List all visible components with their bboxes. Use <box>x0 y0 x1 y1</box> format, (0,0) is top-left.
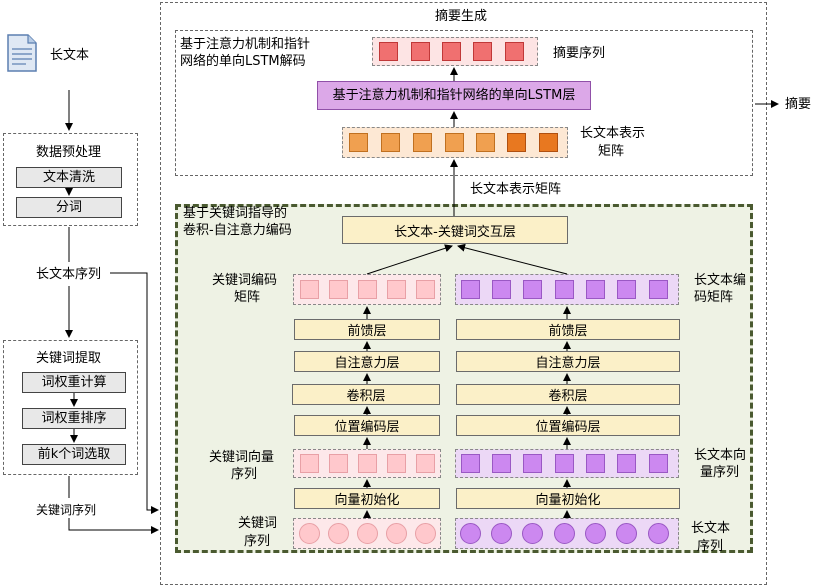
txt-vec-token <box>461 454 480 473</box>
kw-vec-token <box>329 454 348 473</box>
kw-positional-encoding-layer: 位置编码层 <box>294 415 440 436</box>
summary-token <box>379 42 398 61</box>
txt-input-token <box>554 523 575 544</box>
txt-vec-token <box>586 454 605 473</box>
txt-enc-token <box>555 280 574 299</box>
keyword-step-weight: 词权重计算 <box>22 372 126 393</box>
kw-input-token <box>357 523 378 544</box>
summary-generation-title: 摘要生成 <box>435 9 488 24</box>
kw-input-token <box>415 523 436 544</box>
summary-output-label: 摘要 <box>785 97 812 112</box>
repr-token <box>507 133 526 152</box>
decoder-panel <box>175 30 753 176</box>
txt-vec-token <box>523 454 542 473</box>
preprocess-step-clean: 文本清洗 <box>16 167 122 188</box>
kw-input-token <box>386 523 407 544</box>
txt-enc-token <box>617 280 636 299</box>
txt-enc-token <box>649 280 668 299</box>
txt-matrix-label-line1: 长文本编 <box>694 273 747 288</box>
keyword-step-sort: 词权重排序 <box>22 408 126 429</box>
txt-input-token <box>522 523 543 544</box>
txt-convolution-layer: 卷积层 <box>456 384 680 405</box>
txt-input-token <box>585 523 606 544</box>
txt-feedforward-layer: 前馈层 <box>456 319 680 340</box>
encoder-title-line1: 基于关键词指导的 <box>183 206 288 221</box>
repr-token <box>381 133 400 152</box>
kw-seq-label-line1: 关键词 <box>238 516 278 531</box>
keyword-panel <box>3 340 138 475</box>
kw-vec-token <box>416 454 435 473</box>
txt-enc-token <box>461 280 480 299</box>
preprocess-step-segment: 分词 <box>16 197 122 218</box>
txt-input-token <box>460 523 481 544</box>
summary-generation-panel <box>160 2 767 585</box>
txt-vec-token <box>617 454 636 473</box>
preprocess-title: 数据预处理 <box>36 145 102 160</box>
txt-enc-token <box>523 280 542 299</box>
matrix-label-line2: 矩阵 <box>598 144 625 159</box>
kw-input-token <box>328 523 349 544</box>
kw-seq-label-line2: 序列 <box>244 534 271 549</box>
repr-token <box>539 133 558 152</box>
representation-matrix-label: 长文本表示矩阵 <box>470 182 562 197</box>
kw-vec-token <box>387 454 406 473</box>
kw-feedforward-layer: 前馈层 <box>294 319 440 340</box>
keyword-sequence-label: 关键词序列 <box>36 503 97 517</box>
txt-seq-label-line2: 序列 <box>697 539 724 554</box>
txt-vec-label-line2: 量序列 <box>700 465 740 480</box>
repr-token <box>445 133 464 152</box>
txt-enc-token <box>492 280 511 299</box>
txt-input-token <box>491 523 512 544</box>
txt-seq-label-line1: 长文本 <box>691 521 731 536</box>
decoder-label-line1: 基于注意力机制和指针 <box>180 37 311 52</box>
summary-token <box>505 42 524 61</box>
kw-matrix-label-line2: 矩阵 <box>234 290 261 305</box>
keyword-step-topk: 前k个词选取 <box>22 444 126 465</box>
kw-vec-token <box>358 454 377 473</box>
txt-self-attention-layer: 自注意力层 <box>456 351 680 372</box>
kw-vec-label-line2: 序列 <box>231 467 258 482</box>
txt-matrix-label-line2: 码矩阵 <box>694 290 734 305</box>
txt-vec-token <box>555 454 574 473</box>
kw-enc-token <box>416 280 435 299</box>
summary-token <box>473 42 492 61</box>
kw-enc-token <box>358 280 377 299</box>
kw-convolution-layer: 卷积层 <box>292 384 440 405</box>
txt-positional-encoding-layer: 位置编码层 <box>456 415 680 436</box>
document-icon <box>6 33 38 73</box>
kw-matrix-label-line1: 关键词编码 <box>212 273 278 288</box>
summary-token <box>411 42 430 61</box>
decoder-label-line2: 网络的单向LSTM解码 <box>180 54 306 69</box>
txt-vec-token <box>649 454 668 473</box>
preprocess-panel <box>3 133 138 226</box>
kw-input-token <box>299 523 320 544</box>
long-text-sequence-label: 长文本序列 <box>36 267 102 282</box>
encoder-title-line2: 卷积-自注意力编码 <box>183 223 292 238</box>
kw-vec-label-line1: 关键词向量 <box>209 450 275 465</box>
kw-enc-token <box>300 280 319 299</box>
summary-token <box>442 42 461 61</box>
txt-vec-label-line1: 长文本向 <box>694 448 747 463</box>
summary-sequence-label: 摘要序列 <box>553 46 606 61</box>
txt-input-token <box>616 523 637 544</box>
txt-enc-token <box>586 280 605 299</box>
kw-enc-token <box>329 280 348 299</box>
txt-vector-init-layer: 向量初始化 <box>456 488 680 509</box>
matrix-label-line1: 长文本表示 <box>580 126 646 141</box>
repr-token <box>349 133 368 152</box>
keyword-title: 关键词提取 <box>36 351 102 366</box>
kw-enc-token <box>387 280 406 299</box>
txt-input-token <box>648 523 669 544</box>
lstm-layer: 基于注意力机制和指针网络的单向LSTM层 <box>317 81 591 110</box>
long-text-label: 长文本 <box>50 48 90 63</box>
interaction-layer: 长文本-关键词交互层 <box>342 216 568 244</box>
kw-vector-init-layer: 向量初始化 <box>294 488 440 509</box>
kw-vec-token <box>300 454 319 473</box>
repr-token <box>476 133 495 152</box>
kw-self-attention-layer: 自注意力层 <box>294 351 440 372</box>
txt-vec-token <box>492 454 511 473</box>
repr-token <box>413 133 432 152</box>
